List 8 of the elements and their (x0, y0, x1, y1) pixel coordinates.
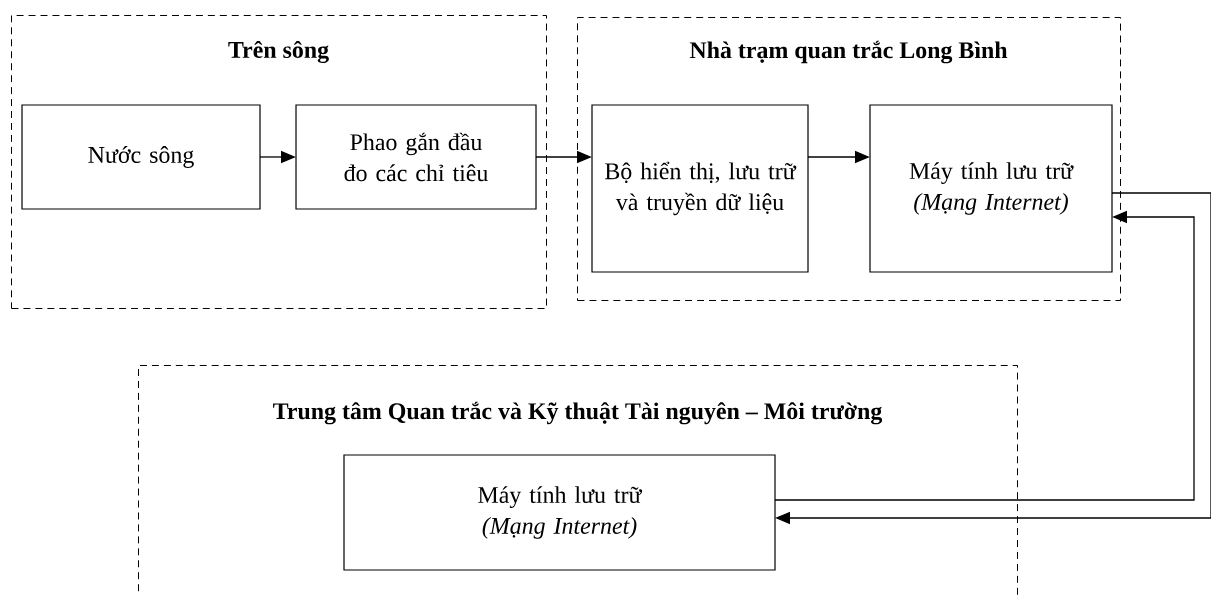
process-box: Máy tính lưu trữ (Mạng Internet) (343, 454, 776, 571)
process-box: Máy tính lưu trữ (Mạng Internet) (869, 104, 1113, 273)
process-box: Nước sông (21, 104, 261, 210)
group-title: Trên sông (228, 40, 329, 64)
process-box: Phao gắn đầu đo các chỉ tiêu (295, 104, 537, 210)
group-title: Nhà trạm quan trắc Long Bình (689, 40, 1008, 64)
process-box: Bộ hiển thị, lưu trữ và truyền dữ liệu (591, 104, 809, 273)
group-title: Trung tâm Quan trắc và Kỹ thuật Tài nguyên – Môi trường (273, 401, 883, 425)
